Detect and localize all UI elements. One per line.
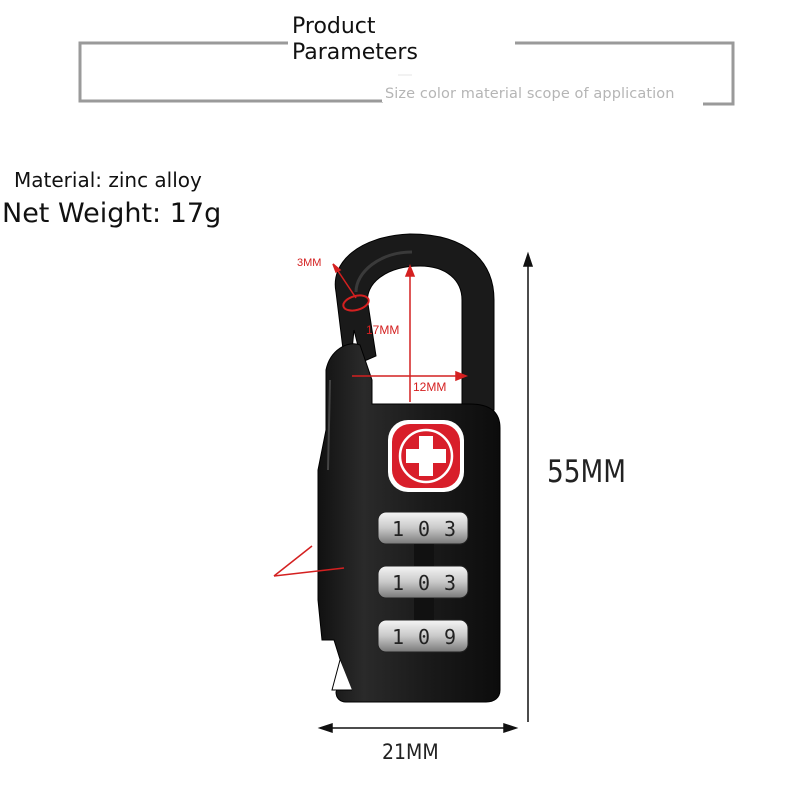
dial-digit: 1 <box>392 571 404 595</box>
dimension-height-label: 55MM <box>547 454 627 490</box>
header-frame <box>78 41 735 106</box>
dial-digit: 0 <box>418 517 430 541</box>
page-title: Product Parameters <box>292 14 452 66</box>
dial-digit: 0 <box>418 625 430 649</box>
spec-net-weight: Net Weight: 17g <box>2 198 222 229</box>
dimension-markers-red <box>273 263 469 577</box>
dimension-shackle-height-label: 17MM <box>366 323 400 337</box>
dimension-shackle-width-label: 12MM <box>413 380 447 394</box>
dial-digit: 3 <box>444 571 456 595</box>
dial-digit: 3 <box>444 517 456 541</box>
swiss-cross-emblem <box>388 420 464 492</box>
lock-shackle <box>334 233 495 411</box>
dimension-width-label: 21MM <box>382 740 439 764</box>
dial-digit: 1 <box>392 517 404 541</box>
spec-material: Material: zinc alloy <box>14 168 202 192</box>
page-subtitle: Size color material scope of application <box>382 86 678 102</box>
dimension-shackle-thickness-label: 3MM <box>297 257 322 269</box>
dimension-arrows-black <box>317 251 534 734</box>
page-title-text: Product Parameters <box>292 14 418 65</box>
dial-digit: 1 <box>392 625 404 649</box>
dial-digit: 9 <box>444 625 456 649</box>
dial-digit: 0 <box>418 571 430 595</box>
